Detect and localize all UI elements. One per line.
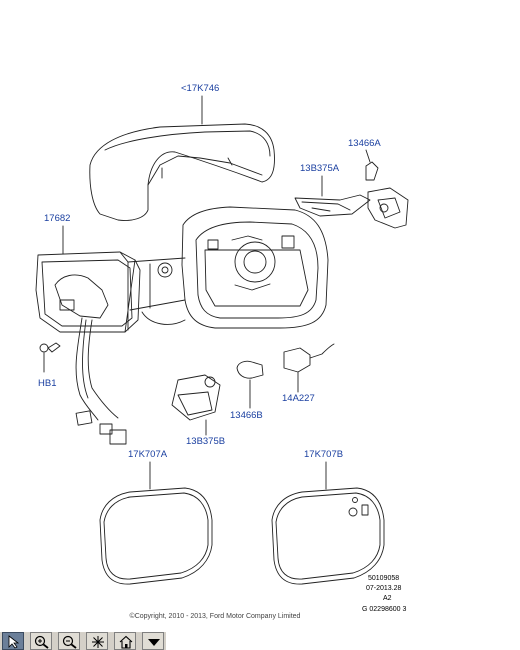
- menu-dropdown-button[interactable]: [142, 632, 164, 650]
- chevron-down-icon: [148, 639, 160, 646]
- mirror-glass-right: [271, 461, 385, 585]
- bulb-lower: [236, 360, 264, 409]
- pointer-icon: [8, 635, 20, 649]
- mirror-housing: [35, 225, 141, 333]
- highlight-button[interactable]: [86, 632, 108, 650]
- callout-housing[interactable]: 17682: [44, 213, 71, 224]
- viewer-toolbar: [0, 632, 166, 650]
- drawing-revision: A2: [383, 595, 392, 602]
- copyright-notice: ©Copyright, 2010 - 2013, Ford Motor Comp…: [129, 613, 301, 620]
- turn-lamp: [294, 175, 409, 229]
- exploded-mirror-drawing: [35, 95, 409, 585]
- home-icon: [119, 635, 133, 649]
- mirror-cover: [89, 95, 275, 221]
- parts-diagram: <17K746 13466A 13B375A 17682 HB1 13466B …: [35, 83, 409, 620]
- zoom-in-icon: [34, 635, 49, 649]
- drawing-code: 50109058: [368, 575, 400, 582]
- callout-socket[interactable]: 14A227: [282, 393, 315, 404]
- callout-puddle-lamp[interactable]: 13B375B: [186, 436, 226, 447]
- zoom-out-button[interactable]: [58, 632, 80, 650]
- highlight-icon: [92, 636, 104, 648]
- zoom-out-icon: [62, 635, 77, 649]
- callout-glass-left[interactable]: 17K707A: [128, 449, 168, 460]
- mirror-glass-left: [99, 461, 213, 585]
- callout-glass-right[interactable]: 17K707B: [304, 449, 344, 460]
- home-button[interactable]: [114, 632, 136, 650]
- bulb-upper: [365, 149, 379, 181]
- wiring-harness: [75, 317, 127, 445]
- callout-turn-lamp[interactable]: 13B375A: [300, 163, 340, 174]
- select-tool-button[interactable]: [2, 632, 24, 650]
- callout-bulb-lower[interactable]: 13466B: [230, 410, 263, 421]
- screw: [39, 342, 61, 373]
- zoom-in-button[interactable]: [30, 632, 52, 650]
- callout-screw[interactable]: HB1: [38, 378, 57, 389]
- callout-cover[interactable]: <17K746: [181, 83, 220, 94]
- mirror-body: [127, 206, 329, 329]
- drawing-date: 07-2013.28: [366, 585, 402, 592]
- callout-bulb-upper[interactable]: 13466A: [348, 138, 381, 149]
- bulb-socket: [283, 343, 335, 393]
- drawing-reference: G 02298600 3: [362, 606, 407, 613]
- puddle-lamp: [171, 374, 221, 436]
